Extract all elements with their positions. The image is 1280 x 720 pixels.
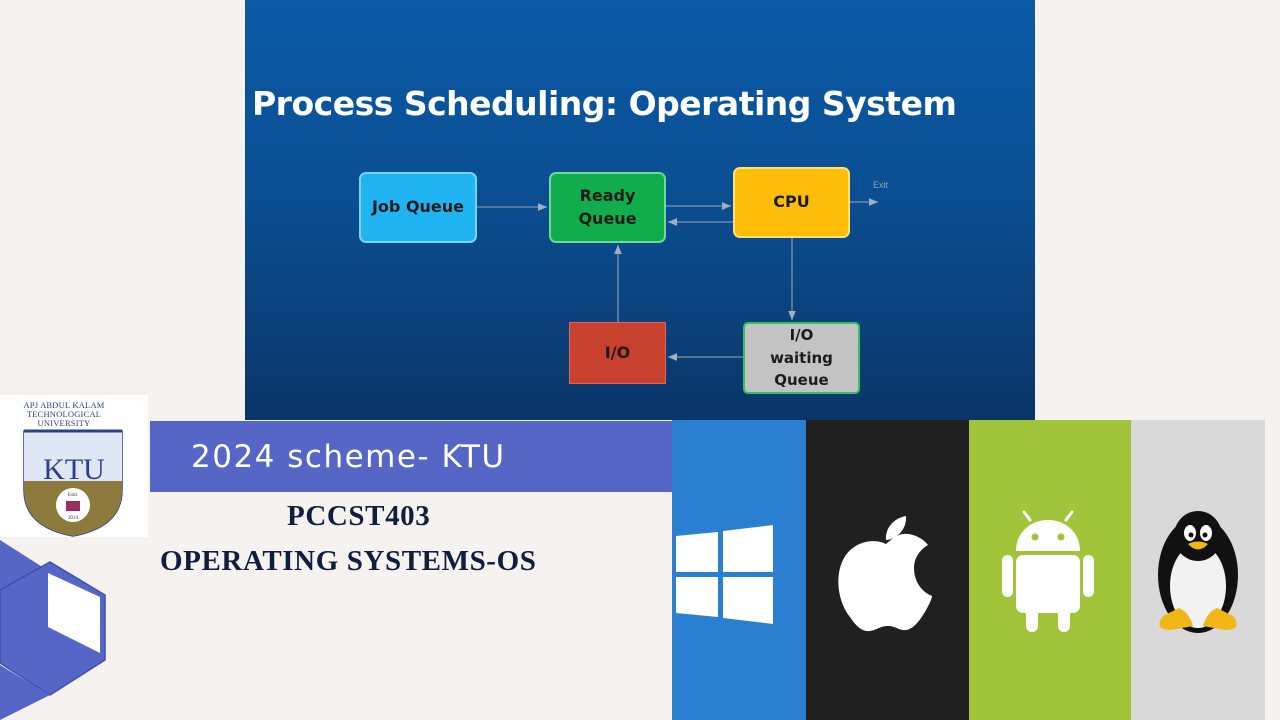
io-waiting-label-line3: Queue xyxy=(774,371,829,390)
io-waiting-label-line1: I/O xyxy=(789,326,814,345)
logo-line-3: UNIVERSITY xyxy=(37,418,91,428)
io-waiting-label-line2: waiting xyxy=(770,348,833,367)
process-scheduling-diagram: Process Scheduling: Operating System Job… xyxy=(245,0,1035,420)
ready-queue-label-line1: Ready xyxy=(579,186,636,206)
apple-tile xyxy=(806,420,969,720)
logo-line-2: TECHNOLOGICAL xyxy=(26,409,102,419)
ktu-crest-icon: Estd. 2014 KTU xyxy=(23,429,123,537)
logo-estd: Estd. xyxy=(68,493,78,498)
windows-tile xyxy=(672,420,806,720)
linux-tile xyxy=(1131,420,1265,720)
android-tile xyxy=(969,420,1131,720)
ktu-logo: APJ ABDUL KALAM TECHNOLOGICAL UNIVERSITY… xyxy=(0,395,148,537)
hexagon-decoration-icon xyxy=(0,540,106,720)
io-waiting-queue-box: I/O waiting Queue xyxy=(743,322,860,394)
exit-label: Exit xyxy=(873,180,889,190)
io-box: I/O xyxy=(569,322,666,384)
logo-mark: KTU xyxy=(43,453,105,486)
diagram-arrows xyxy=(477,198,878,361)
ready-queue-box: Ready Queue xyxy=(549,172,666,243)
job-queue-box: Job Queue xyxy=(359,172,477,243)
banner-text: 2024 scheme- KTU xyxy=(191,438,506,475)
android-logo-icon xyxy=(1002,510,1094,632)
apple-logo-icon xyxy=(838,516,932,632)
windows-logo-icon xyxy=(676,525,773,624)
logo-line-1: APJ ABDUL KALAM xyxy=(23,400,105,410)
io-label: I/O xyxy=(604,342,631,362)
course-code: PCCST403 xyxy=(287,500,431,532)
job-queue-label: Job Queue xyxy=(371,197,465,217)
course-name: OPERATING SYSTEMS-OS xyxy=(160,545,537,577)
cpu-label: CPU xyxy=(773,192,810,212)
linux-tux-icon xyxy=(1158,511,1238,633)
diagram-title: Process Scheduling: Operating System xyxy=(252,84,957,123)
cpu-box: CPU xyxy=(733,167,850,238)
logo-year: 2014 xyxy=(68,516,79,521)
ready-queue-label-line2: Queue xyxy=(578,208,637,228)
scheme-banner: 2024 scheme- KTU xyxy=(150,421,672,492)
